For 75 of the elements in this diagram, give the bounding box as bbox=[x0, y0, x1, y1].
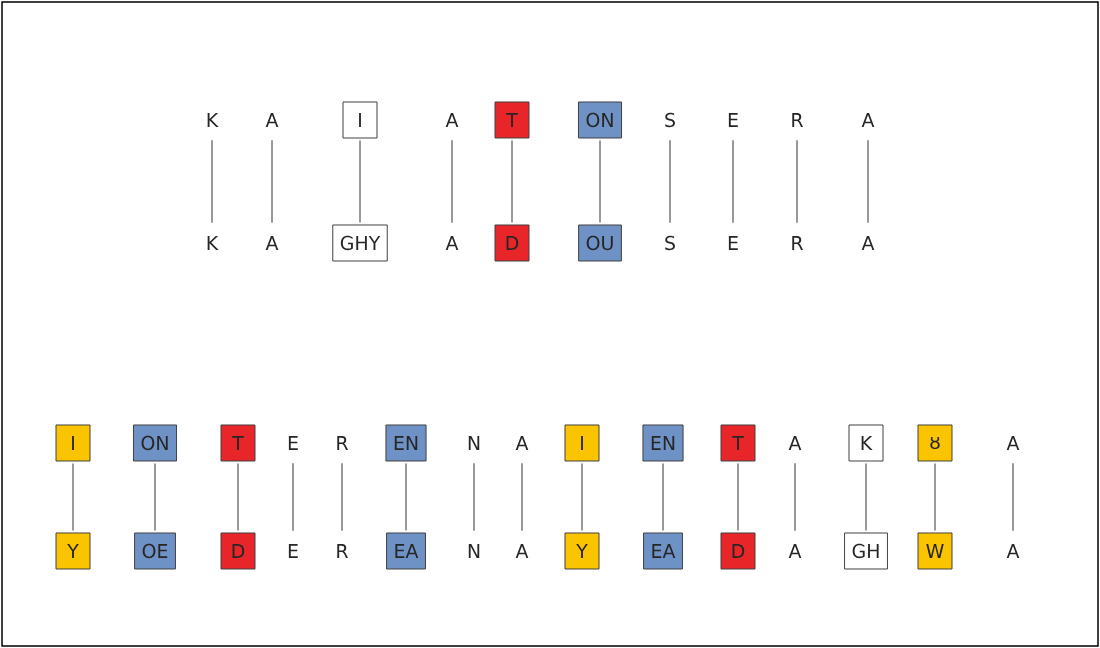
connector-line bbox=[451, 139, 453, 224]
letter-box: W bbox=[917, 532, 953, 570]
connector-line bbox=[341, 462, 343, 532]
letter-box: EN bbox=[385, 424, 427, 462]
letter: A bbox=[788, 436, 802, 450]
connector-line bbox=[211, 139, 213, 224]
letter-box: I bbox=[55, 424, 91, 462]
connector-line bbox=[154, 462, 156, 532]
letter: A bbox=[861, 236, 875, 250]
connector-line bbox=[599, 139, 601, 224]
letter: K bbox=[207, 236, 219, 250]
letter: N bbox=[468, 544, 480, 558]
letter: S bbox=[665, 112, 675, 128]
letter-box: I bbox=[342, 101, 378, 139]
letter-box: EA bbox=[386, 532, 426, 570]
letter: E bbox=[288, 436, 298, 450]
letter: A bbox=[445, 113, 459, 127]
connector-line bbox=[732, 139, 734, 224]
letter: R bbox=[337, 436, 349, 450]
letter: E bbox=[728, 236, 738, 250]
letter: A bbox=[445, 236, 459, 250]
letter: A bbox=[788, 544, 802, 558]
connector-line bbox=[669, 139, 671, 224]
letter-box: GHY bbox=[332, 224, 388, 262]
letter: E bbox=[728, 113, 738, 127]
letter-box: ON bbox=[578, 101, 623, 139]
connector-line bbox=[867, 139, 869, 224]
connector-line bbox=[72, 462, 74, 532]
connector-line bbox=[662, 462, 664, 532]
letter: A bbox=[1006, 436, 1020, 450]
connector-line bbox=[511, 139, 513, 224]
letter-box: OU bbox=[578, 224, 622, 262]
letter: R bbox=[792, 113, 804, 127]
connector-line bbox=[405, 462, 407, 532]
letter-box: EA bbox=[643, 532, 683, 570]
letter: A bbox=[515, 436, 529, 450]
letter-box: K bbox=[848, 424, 884, 462]
letter: E bbox=[288, 544, 298, 558]
letter-box: T bbox=[720, 424, 756, 462]
letter: A bbox=[861, 113, 875, 127]
letter: K bbox=[207, 113, 219, 127]
connector-line bbox=[473, 462, 475, 532]
letter: N bbox=[468, 436, 480, 450]
letter: S bbox=[665, 235, 675, 251]
connector-line bbox=[1012, 462, 1014, 532]
connector-line bbox=[581, 462, 583, 532]
letter-box: D bbox=[220, 532, 256, 570]
letter-box: I bbox=[564, 424, 600, 462]
letter-box: GH bbox=[844, 532, 888, 570]
connector-line bbox=[359, 139, 361, 224]
letter: R bbox=[792, 236, 804, 250]
letter: A bbox=[515, 544, 529, 558]
letter-box: ON bbox=[133, 424, 178, 462]
connector-line bbox=[865, 462, 867, 532]
connector-line bbox=[271, 139, 273, 224]
connector-line bbox=[292, 462, 294, 532]
connector-line bbox=[521, 462, 523, 532]
letter: A bbox=[1006, 544, 1020, 558]
letter-box: Y bbox=[55, 532, 91, 570]
connector-line bbox=[237, 462, 239, 532]
letter-box: D bbox=[494, 224, 530, 262]
connector-line bbox=[737, 462, 739, 532]
letter-box: EN bbox=[642, 424, 684, 462]
letter: A bbox=[265, 236, 279, 250]
letter-box: T bbox=[494, 101, 530, 139]
letter: A bbox=[265, 113, 279, 127]
connector-line bbox=[796, 139, 798, 224]
connector-line bbox=[934, 462, 936, 532]
letter-box: D bbox=[720, 532, 756, 570]
letter-box: OE bbox=[134, 532, 176, 570]
letter-box: T bbox=[220, 424, 256, 462]
connector-line bbox=[794, 462, 796, 532]
letter-box: Y bbox=[564, 532, 600, 570]
letter-box: ȣ bbox=[917, 424, 953, 462]
letter: R bbox=[337, 544, 349, 558]
